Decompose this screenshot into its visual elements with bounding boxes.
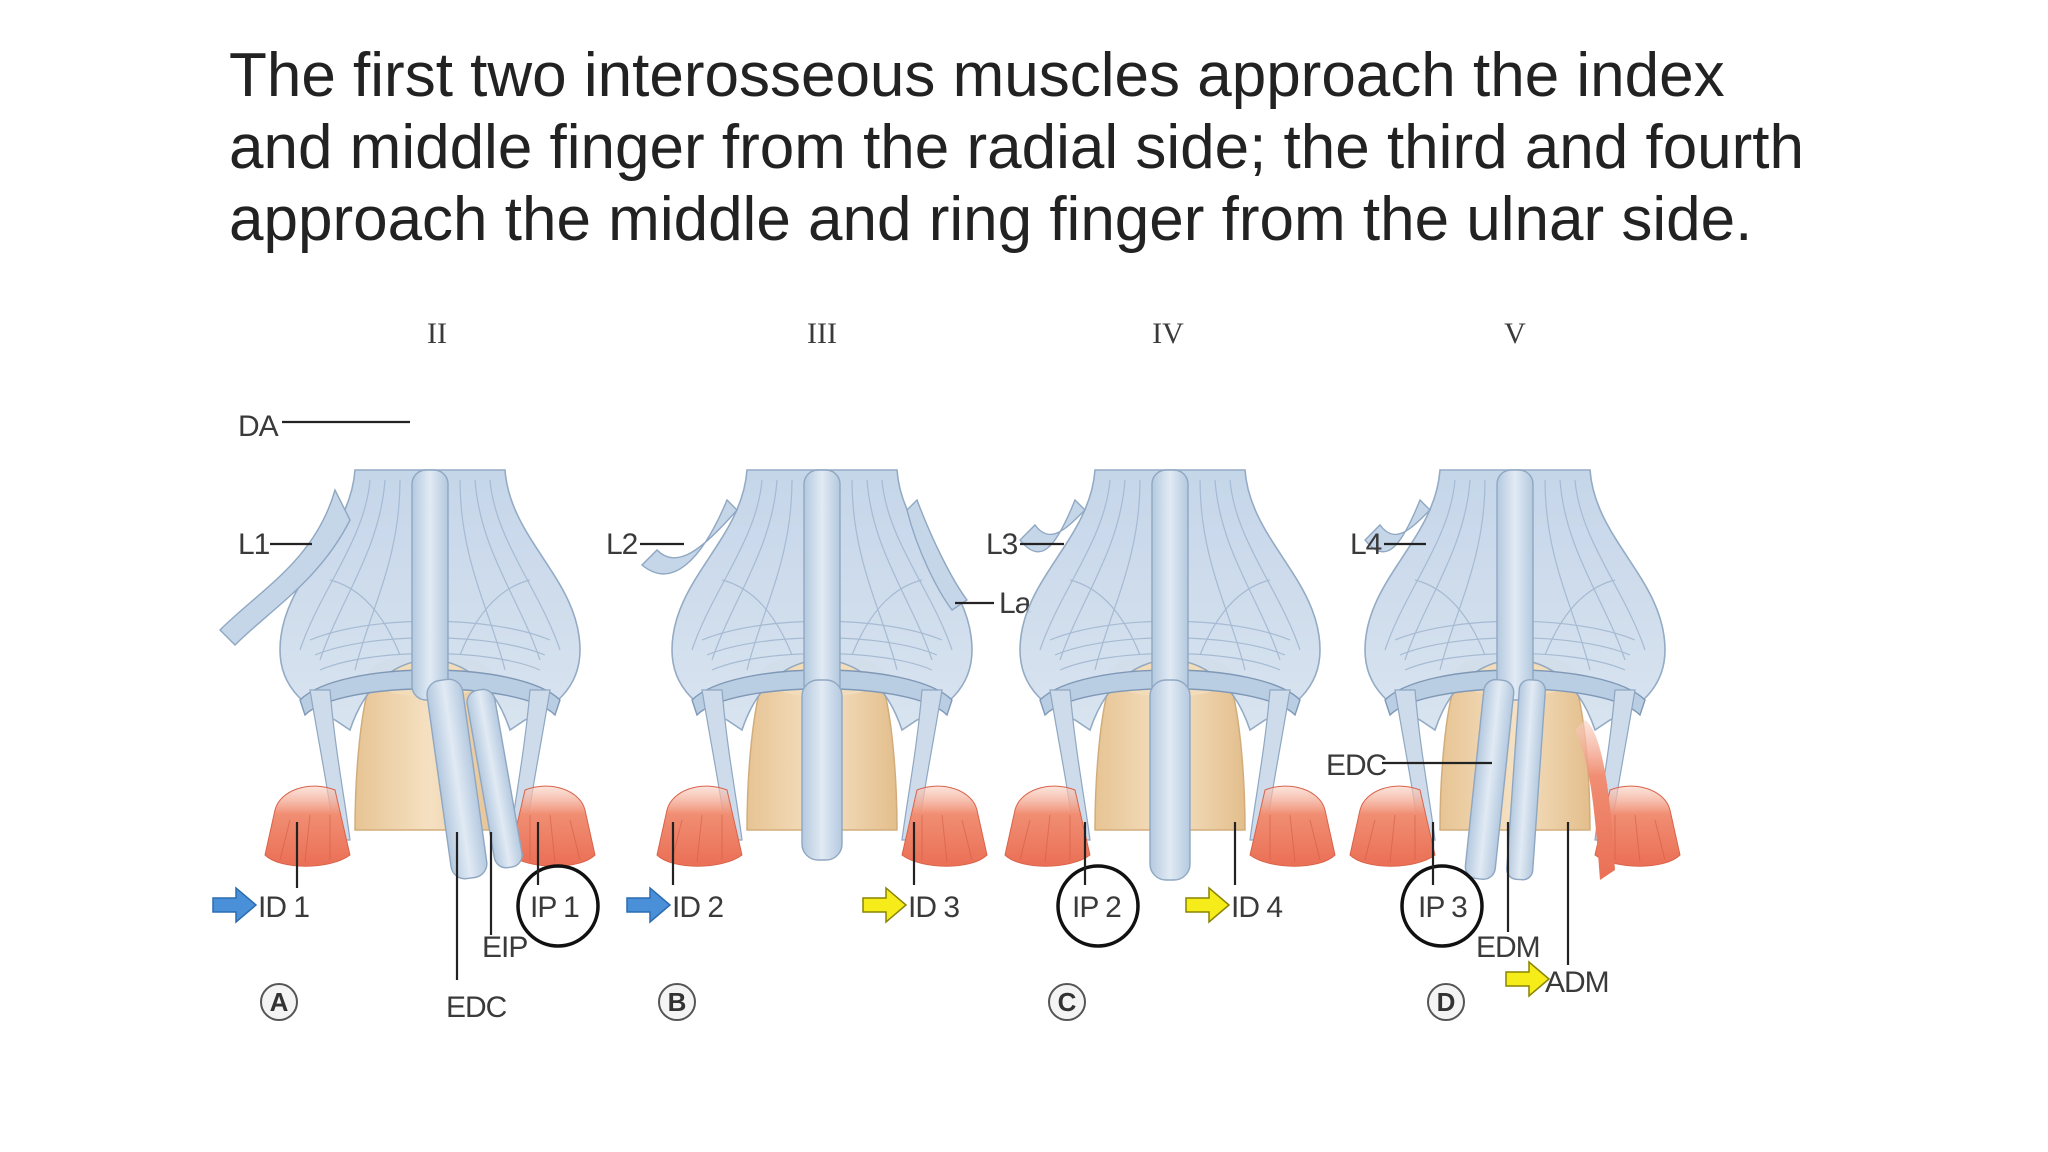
lumbrical-tendon [1364,498,1431,553]
label-eip: EIP [482,931,527,964]
edc-tendon [1149,679,1191,881]
lumbrical-tendon [640,498,738,575]
label-edc: EDC [446,991,507,1024]
slide-heading: The first two interosseous muscles appro… [229,40,1849,256]
panel-letter-b: B [668,987,687,1017]
label-id3: ID 3 [908,891,959,924]
highlight-circle-ip3 [1400,864,1484,948]
edc-tendon [1464,678,1515,880]
label-l4: L4 [1350,528,1382,561]
label-adm: ADM [1545,966,1609,999]
lumbrical-tendon [219,488,351,646]
yellow-arrow-icon [862,886,908,924]
finger-label-iii: III [807,317,837,350]
blue-arrow-icon [212,886,258,924]
label-l2: L2 [606,528,638,561]
panel-b: III L2 La ID 2 ID 3 B [606,317,1033,1021]
heading-line-1: The first two interosseous muscles appro… [229,41,1725,110]
panel-a: II DA L1 ID 1 IP 1 EIP EDC A [212,317,600,1024]
panel-letter-badge [1048,983,1086,1021]
heading-line-3: approach the middle and ring finger from… [229,185,1753,254]
label-edm: EDM [1476,931,1540,964]
panel-c: IV L3 IP 2 ID 4 C [986,317,1336,1021]
edc-tendon [426,678,488,880]
panel-letter-badge [1427,983,1465,1021]
heading-line-2: and middle finger from the radial side; … [229,113,1805,182]
adm-muscle [1575,720,1615,880]
finger-label-v: V [1504,317,1526,350]
blue-arrow-icon [626,886,672,924]
lateral-band [906,498,969,611]
label-id2: ID 2 [672,891,723,924]
panel-letter-c: C [1058,987,1077,1017]
finger-label-iv: IV [1152,317,1184,350]
eip-tendon [466,688,523,869]
label-ip3: IP 3 [1418,891,1467,924]
yellow-arrow-icon [1185,886,1231,924]
edc-tendon [801,679,843,861]
label-l1: L1 [238,528,270,561]
panel-letter-badge [260,983,298,1021]
label-id1: ID 1 [258,891,309,924]
highlight-circle-ip2 [1056,864,1140,948]
finger-ii-drawing [219,469,596,880]
finger-iv-drawing [1004,469,1336,881]
panel-letter-badge [658,983,696,1021]
highlight-circle-ip1 [516,864,600,948]
panel-letter-d: D [1437,987,1456,1017]
finger-label-ii: II [427,317,447,350]
label-ip2: IP 2 [1072,891,1121,924]
finger-v-drawing [1349,469,1681,881]
lumbrical-tendon [1019,498,1086,553]
label-edc-d: EDC [1326,749,1387,782]
edm-tendon [1506,679,1546,881]
panel-d: V L4 EDC IP 3 EDM ADM D [1326,317,1681,1021]
finger-iii-drawing [640,469,988,868]
label-l3: L3 [986,528,1018,561]
panel-letter-a: A [270,987,289,1017]
label-da: DA [238,410,279,443]
yellow-arrow-icon [1505,960,1551,998]
label-id4: ID 4 [1231,891,1282,924]
label-ip1: IP 1 [530,891,579,924]
